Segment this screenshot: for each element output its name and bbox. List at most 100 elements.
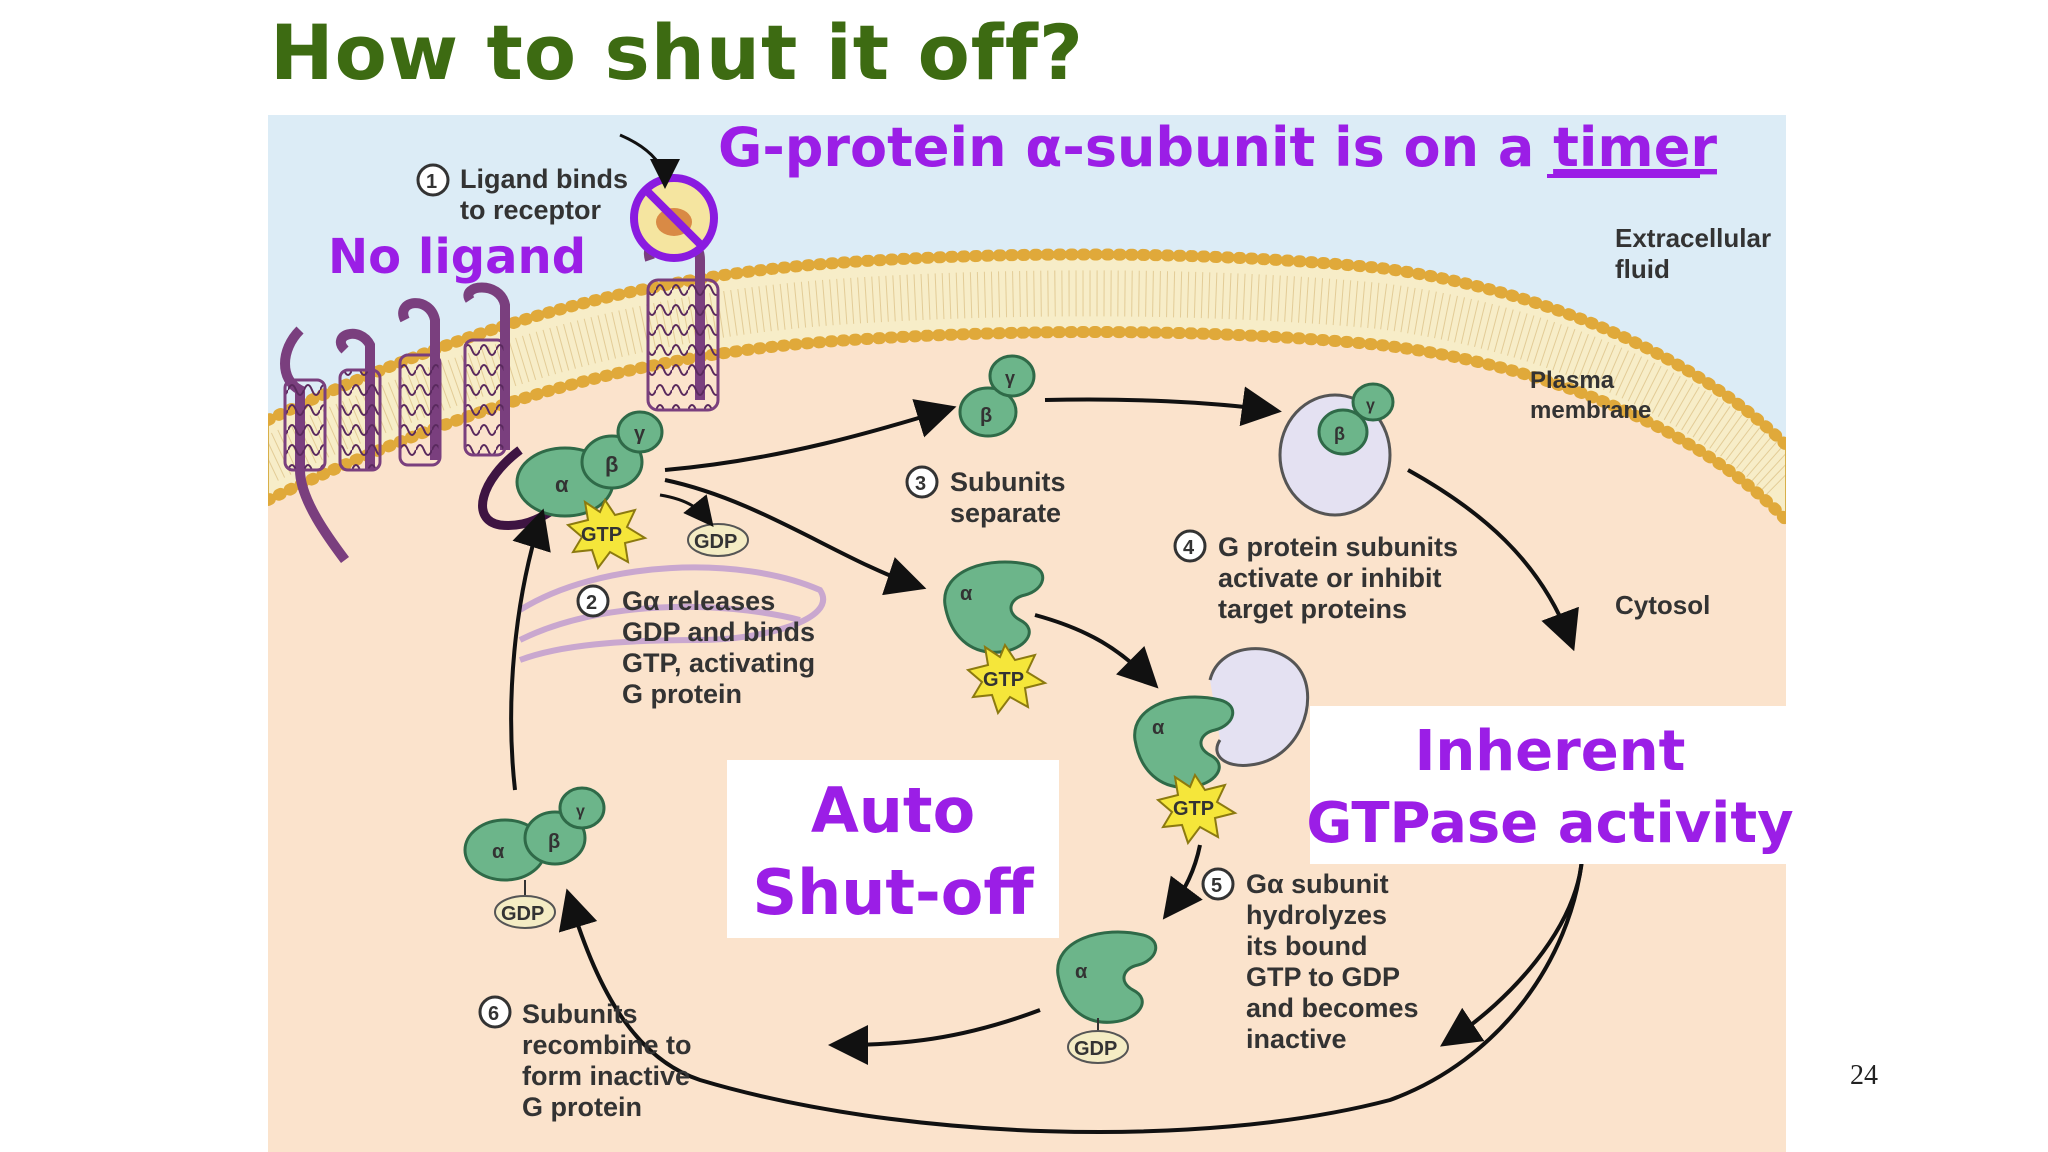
- gtpase-box: [1310, 706, 1786, 864]
- gtpase-line-2: GTPase activity: [1306, 791, 1793, 856]
- step-5-line-4: GTP to GDP: [1246, 962, 1400, 992]
- step-2-number: 2: [586, 592, 597, 614]
- step-1: 1 Ligand binds to receptor: [416, 163, 628, 225]
- step-2-line-3: GTP, activating: [622, 648, 815, 678]
- arrow-target-down: [1407, 468, 1579, 652]
- step-1-line-2: to receptor: [460, 195, 602, 225]
- step-6-line-3: form inactive: [522, 1061, 690, 1091]
- timer-annotation: G-protein α-subunit is on a timer: [718, 116, 1717, 179]
- gamma-label: γ: [634, 423, 646, 445]
- arrow-hydrolysis: [1162, 844, 1203, 920]
- arrow-beta-gamma-to-target: [1044, 386, 1282, 427]
- cytosol-label: Cytosol: [1615, 590, 1710, 620]
- arrow-alpha-to-target: [1034, 613, 1159, 689]
- beta-gamma-free: β γ: [958, 354, 1036, 438]
- alpha-gdp-inactive: α GDP: [1056, 930, 1157, 1064]
- step-4-line-1: G protein subunits: [1218, 532, 1458, 562]
- alpha-gtp-free: α GTP: [943, 560, 1048, 716]
- step-5-line-3: its bound: [1246, 931, 1367, 961]
- receptor-loops: [518, 564, 826, 663]
- step-5-line-1: Gα subunit: [1246, 869, 1389, 899]
- gdp-release-arrow: [659, 493, 714, 528]
- arrow-return-arc: [558, 859, 1584, 1134]
- gdp-released: GDP: [687, 523, 749, 557]
- arrow-to-beta-gamma: [664, 399, 957, 472]
- alpha-label-inactive-gp: α: [492, 841, 505, 863]
- step-1-line-1: Ligand binds: [460, 164, 628, 194]
- beta-label-free: β: [980, 405, 992, 427]
- target-protein-alpha: α GTP: [1133, 647, 1310, 846]
- arrow-to-alpha-gtp: [664, 478, 927, 596]
- extracellular-label-1: Extracellular: [1615, 223, 1771, 253]
- slide-title: How to shut it off?: [270, 8, 1084, 97]
- step-1-number: 1: [426, 171, 437, 193]
- step-2-line-4: G protein: [622, 679, 742, 709]
- step-3: 3 Subunits separate: [905, 465, 1066, 528]
- receptor-4: [463, 282, 510, 457]
- no-ligand-annotation: No ligand: [328, 229, 586, 285]
- beta-label: β: [605, 452, 618, 477]
- auto-shutoff-line-1: Auto: [811, 774, 975, 847]
- arrow-alpha-to-recombine: [828, 1008, 1041, 1065]
- alpha-label-inactive: α: [1075, 961, 1088, 983]
- step-6: 6 Subunits recombine to form inactive G …: [478, 995, 692, 1122]
- gamma-label-inactive-gp: γ: [576, 803, 585, 820]
- gtp-star-1: GTP: [565, 497, 648, 571]
- target-protein-beta-gamma: β γ: [1278, 382, 1395, 517]
- step-4: 4 G protein subunits activate or inhibit…: [1173, 529, 1458, 624]
- auto-shutoff-box: [727, 760, 1059, 938]
- alpha-label-target: α: [1152, 717, 1165, 739]
- step-3-number: 3: [915, 473, 926, 495]
- gamma-label-free: γ: [1005, 368, 1015, 388]
- gtp-label-2: GTP: [983, 669, 1024, 691]
- gdp-label-3: GDP: [501, 903, 544, 925]
- g-protein-active: α β γ: [515, 410, 664, 518]
- gtpase-line-1: Inherent: [1415, 719, 1686, 784]
- step-5-number: 5: [1211, 875, 1222, 897]
- step-2-line-2: GDP and binds: [622, 617, 815, 647]
- step-5-line-5: and becomes: [1246, 993, 1419, 1023]
- gtp-label-1: GTP: [581, 524, 622, 546]
- page-number: 24: [1850, 1060, 1878, 1091]
- diagram-panel: α β γ GTP GDP β γ β: [268, 115, 1786, 1152]
- membrane-outer-heads: [268, 248, 1786, 451]
- receptor-2: [336, 328, 382, 472]
- step-3-line-2: separate: [950, 498, 1061, 528]
- step-5-line-2: hydrolyzes: [1246, 900, 1387, 930]
- step-5: 5 Gα subunit hydrolyzes its bound GTP to…: [1201, 867, 1419, 1054]
- gamma-label-target: γ: [1366, 397, 1375, 414]
- beta-label-inactive-gp: β: [548, 831, 560, 853]
- receptor-3: [398, 298, 442, 467]
- extracellular-label-2: fluid: [1615, 254, 1670, 284]
- alpha-label-free: α: [960, 583, 973, 605]
- gdp-label-2: GDP: [1074, 1038, 1117, 1060]
- step-4-line-3: target proteins: [1218, 594, 1407, 624]
- membrane-label-1: Plasma: [1530, 367, 1615, 394]
- step-2: 2 Gα releases GDP and binds GTP, activat…: [576, 584, 815, 709]
- step-6-number: 6: [488, 1003, 499, 1025]
- timer-annotation-prefix: G-protein α-subunit is on a: [718, 116, 1553, 179]
- step-4-number: 4: [1183, 537, 1195, 559]
- membrane-inner-heads: [268, 326, 1786, 526]
- step-4-line-2: activate or inhibit: [1218, 563, 1442, 593]
- gtp-label-3: GTP: [1173, 798, 1214, 820]
- gdp-label-1: GDP: [694, 531, 737, 553]
- step-6-line-4: G protein: [522, 1092, 642, 1122]
- step-2-line-1: Gα releases: [622, 586, 775, 616]
- beta-label-target: β: [1334, 424, 1345, 444]
- step-6-line-1: Subunits: [522, 999, 638, 1029]
- ligand-arrow: [619, 133, 680, 189]
- step-3-line-1: Subunits: [950, 467, 1066, 497]
- arrow-back-to-receptor: [509, 508, 551, 791]
- step-6-line-2: recombine to: [522, 1030, 692, 1060]
- receptor-1: [280, 326, 350, 563]
- alpha-label: α: [555, 472, 569, 497]
- arrow-to-step5: [1440, 859, 1584, 1047]
- g-protein-inactive: α β γ GDP: [463, 786, 606, 929]
- timer-word: timer: [1553, 116, 1717, 179]
- step-5-line-6: inactive: [1246, 1024, 1347, 1054]
- auto-shutoff-line-2: Shut-off: [752, 856, 1034, 929]
- membrane-label-2: membrane: [1530, 397, 1651, 424]
- no-ligand-symbol: [630, 174, 718, 262]
